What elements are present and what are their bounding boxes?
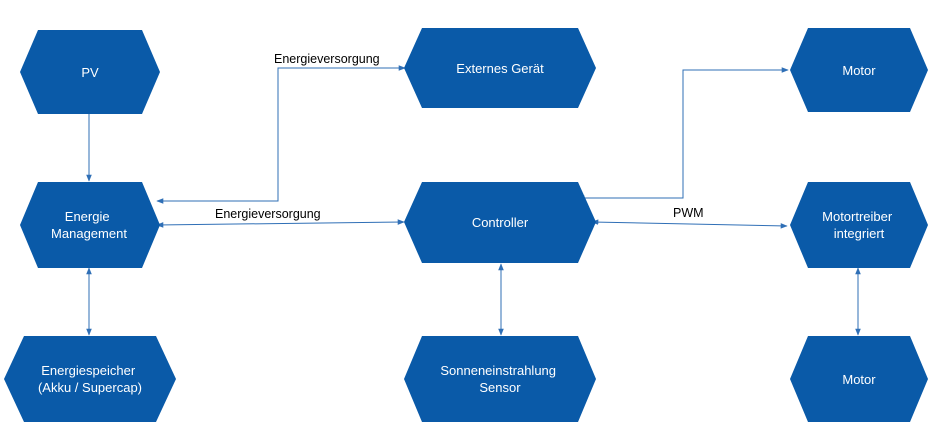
node-sensor: Sonneneinstrahlung Sensor — [404, 336, 596, 422]
node-energie-management: Energie Management — [20, 182, 160, 268]
svg-text:Motor: Motor — [842, 372, 876, 387]
node-externes-geraet-label: Externes Gerät — [456, 61, 544, 76]
edge-energie-management-controller — [156, 219, 405, 228]
node-motor-top-label: Motor — [842, 63, 876, 78]
node-controller: Controller — [404, 182, 596, 263]
node-motor-top: Motor — [790, 28, 928, 112]
node-energiespeicher: Energiespeicher (Akku / Supercap) — [4, 336, 176, 422]
edge-label-energieversorgung-middle: Energieversorgung — [215, 207, 321, 221]
node-energiespeicher-line-1: Energiespeicher — [41, 363, 136, 378]
svg-text:Energiespeicher (Akku /: Energiespeicher (Akku / Supercap) — [38, 363, 142, 395]
edge-label-pwm: PWM — [673, 206, 704, 220]
svg-text:PV: PV — [81, 65, 99, 80]
node-controller-label: Controller — [472, 215, 529, 230]
node-motortreiber-line-2: integriert — [834, 226, 885, 241]
node-motor-bottom-label: Motor — [842, 372, 876, 387]
edge-controller-motor-top — [577, 67, 789, 201]
node-motortreiber-line-1: Motortreiber — [822, 209, 893, 224]
node-motortreiber: Motortreiber integriert — [790, 182, 928, 268]
node-pv: PV — [20, 30, 160, 114]
edge-label-energieversorgung-top: Energieversorgung — [274, 52, 380, 66]
svg-text:Externes Gerät: Externes Gerät — [456, 61, 544, 76]
node-energiespeicher-line-2: (Akku / Supercap) — [38, 380, 142, 395]
edges: Energieversorgung Energieversorgung PWM — [86, 52, 861, 336]
node-energie-management-line-2: Management — [51, 226, 127, 241]
svg-text:Motor: Motor — [842, 63, 876, 78]
svg-text:Controller: Controller — [472, 215, 529, 230]
node-motor-bottom: Motor — [790, 336, 928, 422]
svg-text:Energie Management: Energie Management — [51, 209, 127, 241]
svg-text:Motortreiber integriert: Motortreiber integriert — [822, 209, 896, 241]
svg-text:Sonneneinstrahlung Senso: Sonneneinstrahlung Sensor — [440, 363, 559, 395]
node-pv-label: PV — [81, 65, 99, 80]
node-sensor-line-2: Sensor — [479, 380, 521, 395]
edge-energie-management-externes-geraet — [156, 65, 406, 204]
edge-controller-motortreiber — [591, 219, 788, 229]
node-energie-management-line-1: Energie — [65, 209, 110, 224]
node-sensor-line-1: Sonneneinstrahlung — [440, 363, 556, 378]
node-externes-geraet: Externes Gerät — [404, 28, 596, 108]
